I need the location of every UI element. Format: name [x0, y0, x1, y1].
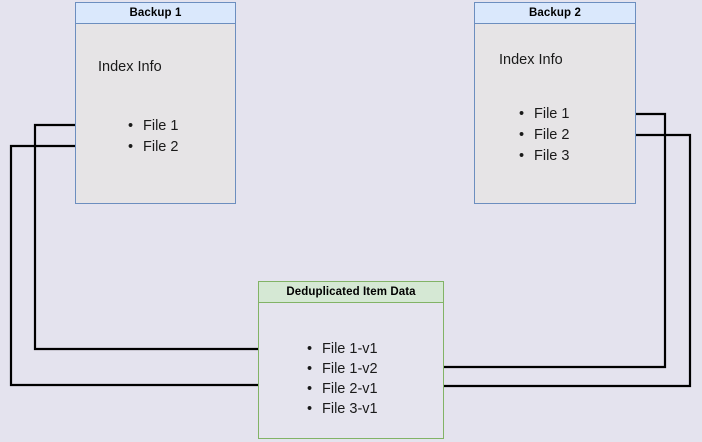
node-backup-2-title: Backup 2	[475, 3, 635, 24]
node-backup-1[interactable]: Backup 1 Index Info File 1 File 2	[75, 2, 236, 204]
node-deduplicated-item-data[interactable]: Deduplicated Item Data File 1-v1 File 1-…	[258, 281, 444, 439]
node-backup-2[interactable]: Backup 2 Index Info File 1 File 2 File 3	[474, 2, 636, 204]
list-item: File 2	[128, 137, 178, 158]
list-item: File 2	[519, 125, 569, 146]
node-backup-1-subtitle: Index Info	[98, 59, 162, 75]
node-deduplicated-item-data-title: Deduplicated Item Data	[259, 282, 443, 303]
node-backup-2-file-list: File 1 File 2 File 3	[519, 104, 569, 167]
list-item: File 1-v1	[307, 339, 378, 359]
list-item: File 2-v1	[307, 379, 378, 399]
node-backup-1-title: Backup 1	[76, 3, 235, 24]
list-item: File 3	[519, 146, 569, 167]
list-item: File 1	[128, 116, 178, 137]
node-backup-1-file-list: File 1 File 2	[128, 116, 178, 158]
node-backup-2-subtitle: Index Info	[499, 52, 563, 68]
list-item: File 1	[519, 104, 569, 125]
list-item: File 1-v2	[307, 359, 378, 379]
list-item: File 3-v1	[307, 399, 378, 419]
node-deduplicated-item-data-file-list: File 1-v1 File 1-v2 File 2-v1 File 3-v1	[307, 339, 378, 419]
